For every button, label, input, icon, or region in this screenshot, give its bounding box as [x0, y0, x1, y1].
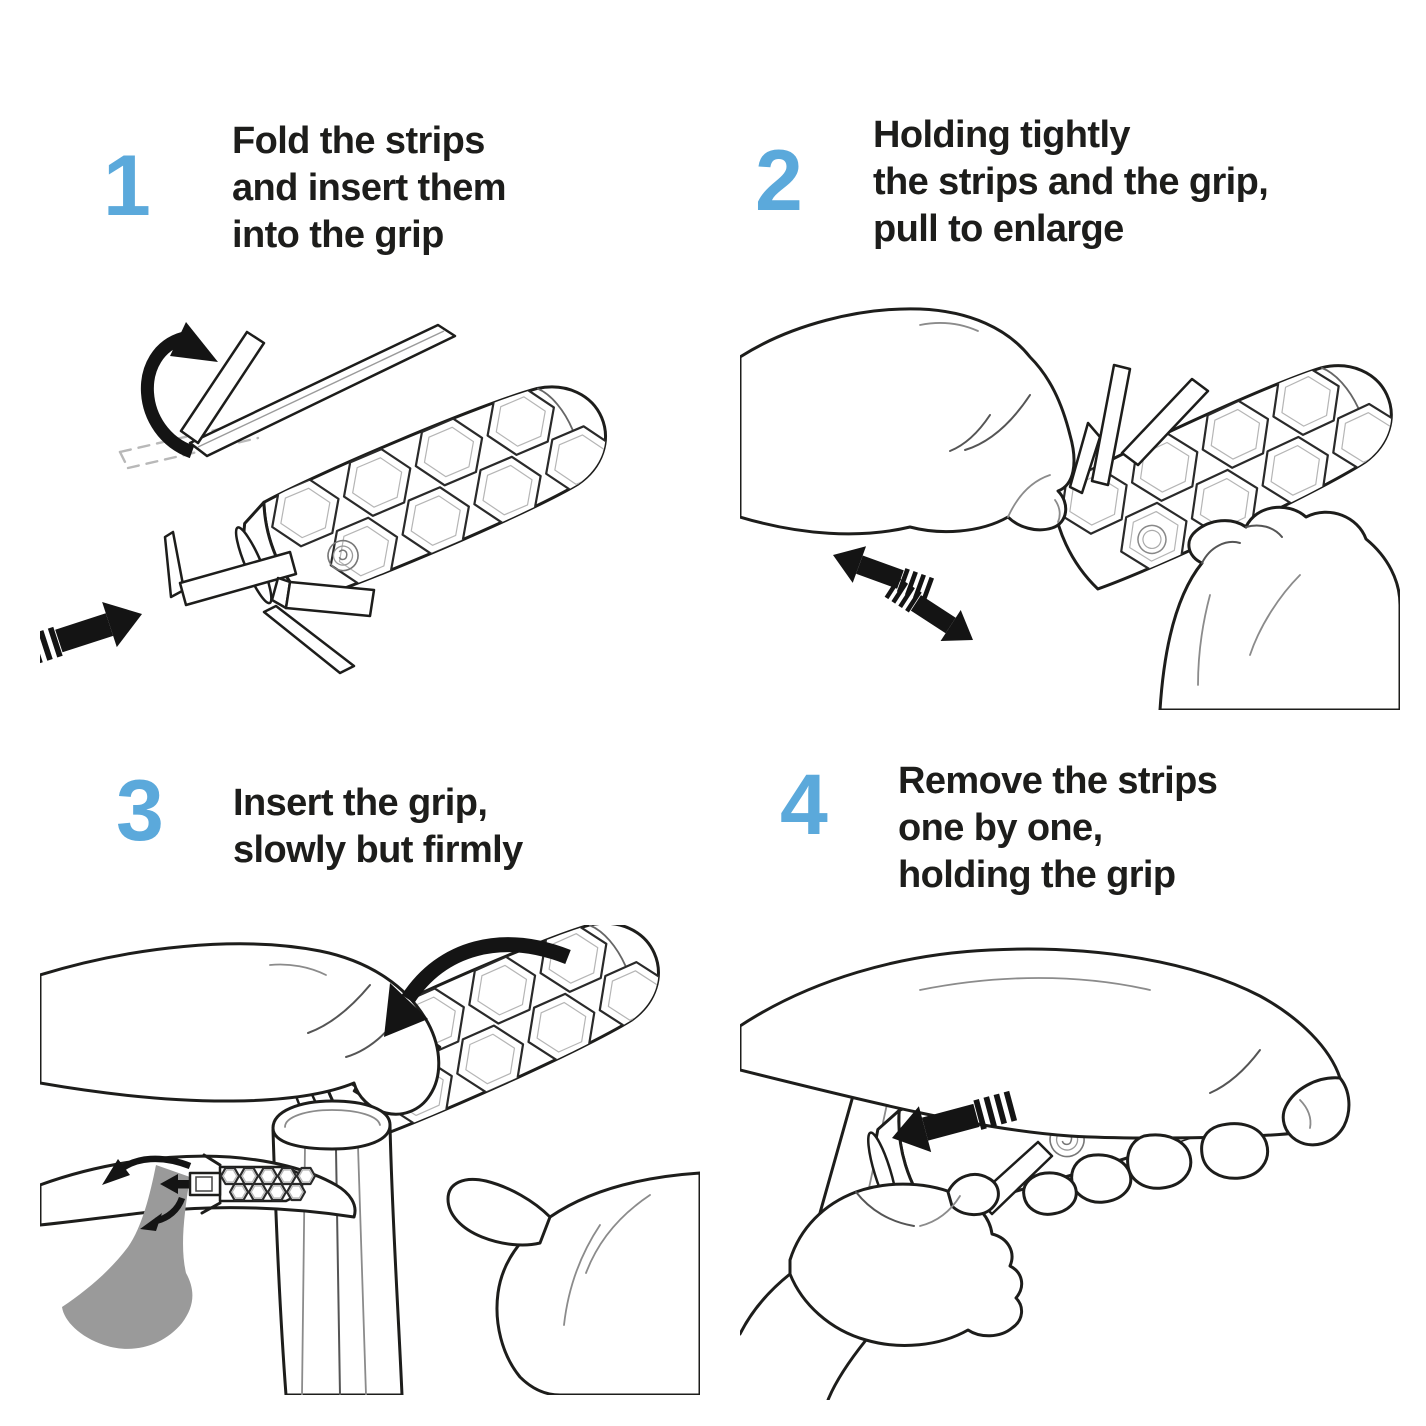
caption-line: Holding tightly	[873, 114, 1131, 156]
caption-line: into the grip	[232, 214, 444, 256]
top-hand	[40, 942, 441, 1116]
step-number: 4	[780, 757, 828, 853]
illustration-step-4	[740, 947, 1351, 1400]
step-number: 2	[755, 133, 803, 229]
inset-arrow-top	[102, 1155, 192, 1185]
fold-curved-arrow	[141, 322, 218, 459]
inset-arrow-bottom	[140, 1196, 186, 1231]
step-1: 1 Fold the strips and insert them into t…	[0, 0, 713, 713]
step-2: 2 Holding tightly the strips and the gri…	[713, 0, 1426, 713]
finger	[1200, 1122, 1269, 1180]
folded-strip	[179, 330, 266, 445]
strips-at-opening	[163, 530, 376, 675]
handle-butt-cap	[271, 1099, 392, 1151]
caption-line: holding the grip	[898, 854, 1176, 896]
pull-right-arrow	[884, 576, 973, 642]
illustration-step-2	[740, 307, 1400, 710]
illustration-step-3	[40, 925, 700, 1395]
strip	[188, 323, 457, 458]
caption-line: the strips and the grip,	[873, 161, 1269, 203]
finger	[1070, 1153, 1133, 1204]
step-number: 3	[116, 763, 164, 859]
thumb	[446, 1177, 552, 1247]
right-hand	[446, 1171, 700, 1395]
step-number: 1	[103, 138, 151, 234]
step-caption: Holding tightly the strips and the grip,…	[873, 112, 1269, 253]
holding-hand	[740, 947, 1351, 1216]
step-3: 3 Insert the grip, slowly but firmly	[0, 713, 713, 1426]
caption-line: Insert the grip,	[233, 782, 488, 824]
thumb	[946, 1173, 1000, 1216]
right-hand	[1158, 505, 1400, 710]
inset-mini-grip	[188, 1153, 317, 1215]
caption-line: slowly but firmly	[233, 829, 523, 871]
finger	[1022, 1171, 1078, 1216]
grip-logo-emblem	[327, 539, 359, 572]
pulling-fist	[740, 1173, 1024, 1400]
insert-direction-arrow	[40, 601, 142, 664]
pull-left-arrow	[833, 546, 935, 602]
step-caption: Remove the strips one by one, holding th…	[898, 758, 1218, 899]
grip-logo-emblem	[1137, 524, 1167, 555]
step-caption: Insert the grip, slowly but firmly	[233, 780, 523, 874]
left-hand-fist	[740, 307, 1076, 536]
step-caption: Fold the strips and insert them into the…	[232, 118, 507, 259]
racket-handle	[271, 1099, 404, 1395]
finger	[1126, 1133, 1193, 1190]
thumb	[1281, 1076, 1351, 1147]
inset-gray-handle	[62, 1165, 193, 1349]
caption-line: one by one,	[898, 807, 1103, 849]
curved-arrow	[384, 937, 571, 1037]
caption-line: Remove the strips	[898, 760, 1218, 802]
honeycomb-grip	[1050, 364, 1400, 591]
caption-line: and insert them	[232, 167, 507, 209]
remove-direction-arrow	[892, 1090, 1018, 1153]
caption-line: pull to enlarge	[873, 208, 1124, 250]
dashed-strip-ghost	[118, 420, 260, 470]
illustration-step-1	[40, 322, 614, 675]
step-4: 4 Remove the strips one by one, holding …	[713, 713, 1426, 1426]
caption-line: Fold the strips	[232, 120, 485, 162]
strips	[1068, 363, 1210, 495]
